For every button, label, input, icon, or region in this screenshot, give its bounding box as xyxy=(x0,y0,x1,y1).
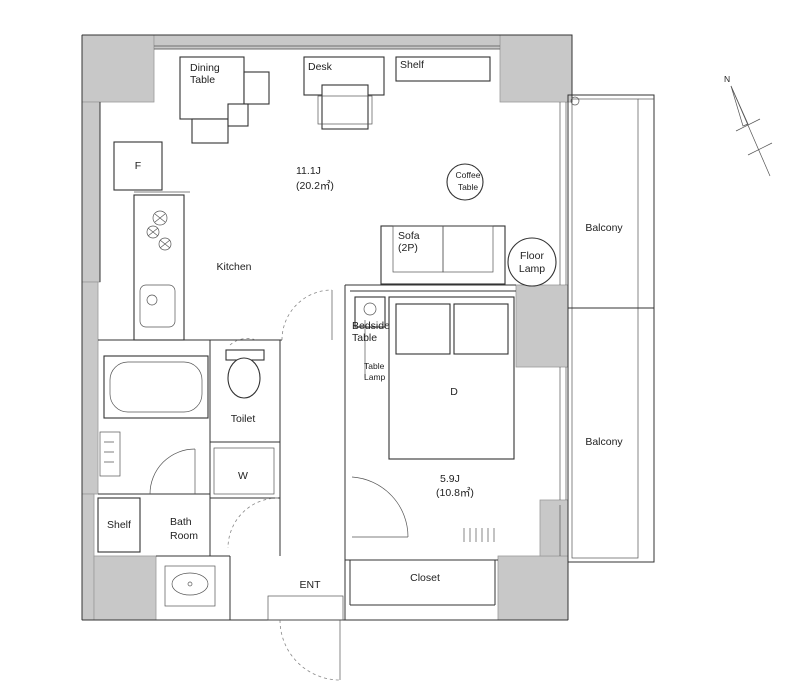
floor-lamp-label-2: Lamp xyxy=(519,263,545,275)
desk-label: Desk xyxy=(308,61,333,73)
bath-room-label-2: Room xyxy=(170,530,198,542)
wash-basin-icon xyxy=(164,565,216,607)
desk-set: Desk xyxy=(303,56,385,130)
ldk-size-1: 11.1J xyxy=(296,165,321,177)
balcony-bottom-label: Balcony xyxy=(585,436,623,448)
shower-icon xyxy=(99,431,121,477)
bath-shelf-label: Shelf xyxy=(107,519,131,531)
bathtub xyxy=(103,355,209,419)
bed-label: D xyxy=(450,386,458,398)
dining-table-label-2: Table xyxy=(190,74,215,86)
stove-icon xyxy=(146,210,172,251)
shelf-top-label: Shelf xyxy=(400,59,424,71)
balcony: Balcony Balcony xyxy=(567,94,655,563)
sofa-label-2: (2P) xyxy=(398,242,418,254)
dining-table-label-1: Dining xyxy=(190,62,220,74)
bedside-table: Bedside Table Table Lamp xyxy=(352,296,390,382)
table-lamp-label-1: Table xyxy=(364,361,385,371)
radiator-icon xyxy=(463,528,495,542)
coffee-table: Coffee Table xyxy=(446,163,484,201)
double-bed: D xyxy=(388,296,515,460)
toilet: Toilet xyxy=(225,349,265,425)
fridge-label: F xyxy=(135,160,141,172)
bath-room-label-1: Bath xyxy=(170,516,192,528)
fridge: F xyxy=(113,141,163,191)
balcony-top-label: Balcony xyxy=(585,222,623,234)
coffee-table-label-1: Coffee xyxy=(456,170,481,180)
bath-shelf: Shelf xyxy=(97,497,141,553)
sofa: Sofa (2P) xyxy=(380,225,506,285)
right-windows xyxy=(559,102,567,556)
toilet-label: Toilet xyxy=(231,413,256,425)
dining-set: Dining Table xyxy=(179,56,270,144)
bedroom-size-2: (10.8㎡) xyxy=(436,487,474,499)
coffee-table-label-2: Table xyxy=(458,182,479,192)
compass-icon: N xyxy=(724,74,773,177)
bedside-table-label-1: Bedside xyxy=(352,320,390,332)
washer-label: W xyxy=(238,470,248,482)
doors xyxy=(149,289,409,681)
kitchen-counter xyxy=(133,191,190,341)
washer: W xyxy=(213,447,275,495)
shelf-top: Shelf xyxy=(395,56,491,82)
floor-lamp-label-1: Floor xyxy=(520,250,544,262)
sink-icon xyxy=(139,284,176,328)
bedside-table-label-2: Table xyxy=(352,332,377,344)
table-lamp-label-2: Lamp xyxy=(364,372,386,382)
walls xyxy=(81,34,573,621)
bedroom-size-1: 5.9J xyxy=(440,473,460,485)
floor-lamp: Floor Lamp xyxy=(507,237,557,287)
partitions xyxy=(98,102,516,620)
entrance-label: ENT xyxy=(300,579,322,591)
top-window xyxy=(154,45,500,50)
closet-label: Closet xyxy=(410,572,440,584)
ldk-size-2: (20.2㎡) xyxy=(296,180,334,192)
kitchen-label: Kitchen xyxy=(216,261,251,273)
compass-north-label: N xyxy=(724,74,730,84)
sofa-label-1: Sofa xyxy=(398,230,420,242)
